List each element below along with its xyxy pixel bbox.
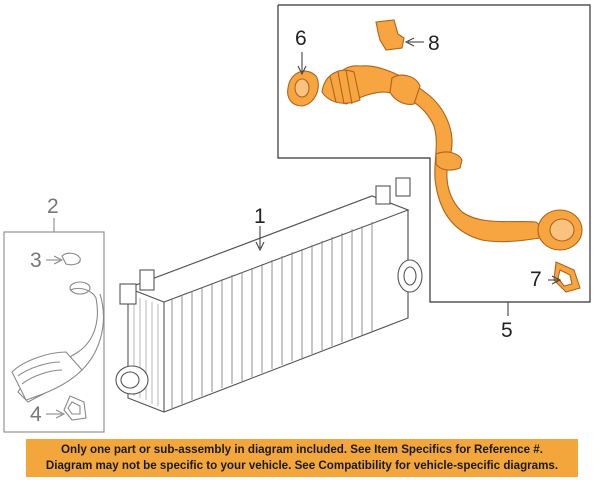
callout-8: 8 (428, 32, 440, 55)
notice-line-2: Diagram may not be specific to your vehi… (45, 459, 559, 472)
leader-lines (255, 37, 562, 316)
callout-3: 3 (30, 249, 42, 272)
notice-line-1: Only one part or sub-assembly in diagram… (61, 443, 543, 456)
assembly-box-5 (277, 4, 591, 303)
charge-air-hose-highlight (287, 19, 583, 293)
leader-lines-grey (46, 218, 66, 419)
notice-banner: Only one part or sub-assembly in diagram… (26, 439, 578, 477)
callout-6: 6 (295, 27, 307, 50)
callout-5: 5 (501, 319, 513, 342)
assembly-2-parts (11, 252, 104, 421)
callout-2: 2 (47, 195, 59, 218)
assembly-box-2 (3, 231, 105, 433)
intercooler-drawing (115, 177, 423, 413)
callout-7: 7 (530, 268, 542, 291)
callout-1: 1 (254, 205, 266, 228)
callout-4: 4 (30, 403, 42, 426)
